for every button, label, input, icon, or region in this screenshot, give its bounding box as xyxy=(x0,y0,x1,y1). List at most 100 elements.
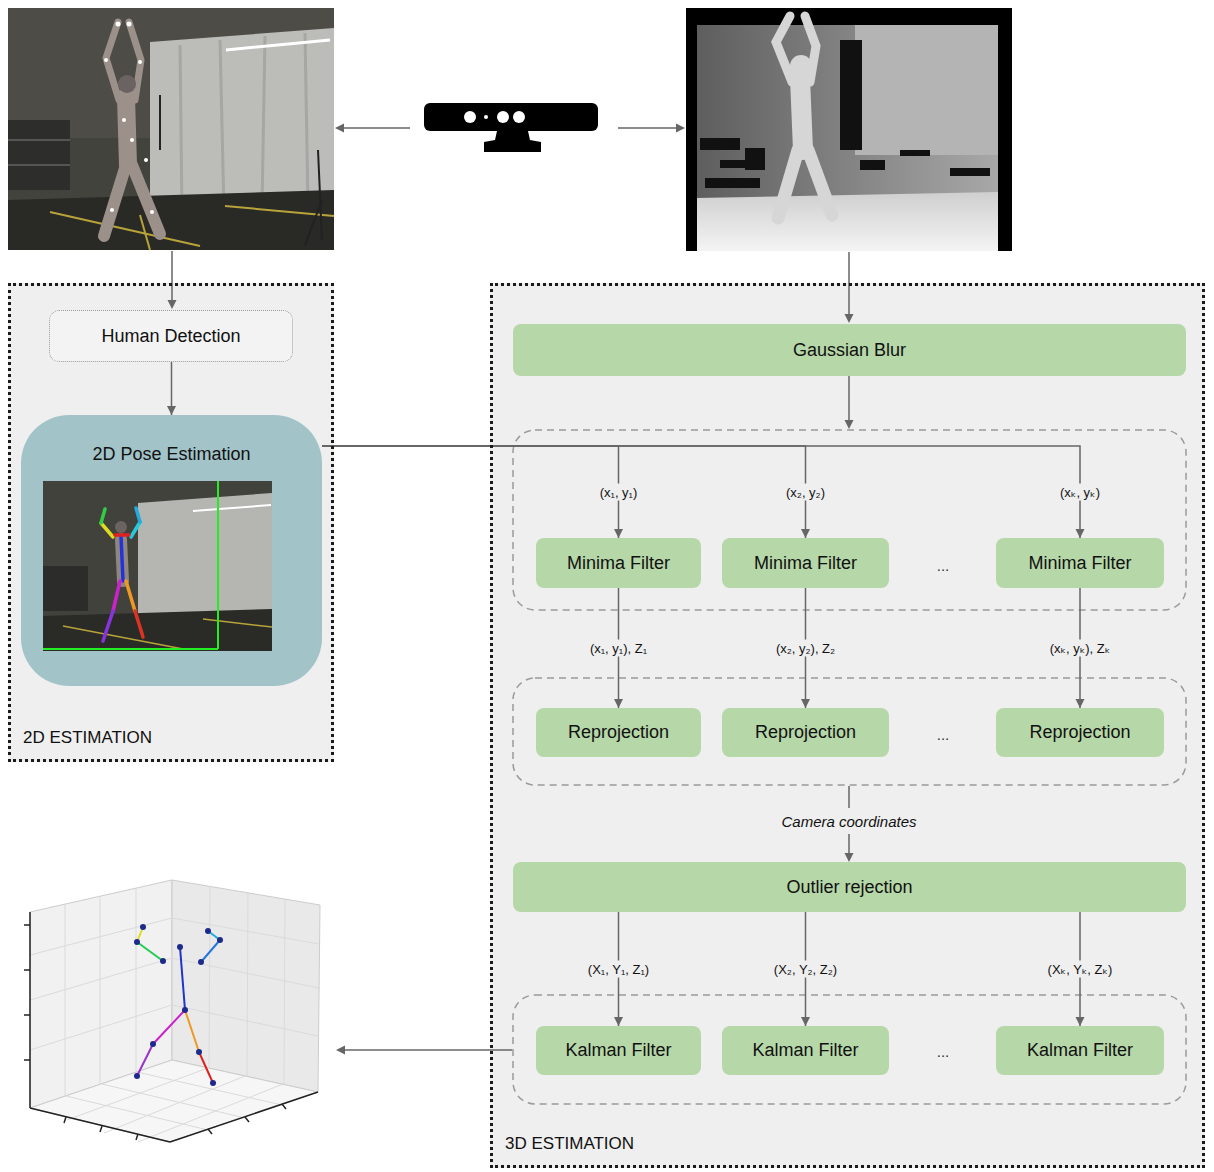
connector-line xyxy=(322,446,619,538)
pose-photo-part-part xyxy=(103,611,113,641)
process-box: Kalman Filter xyxy=(996,1026,1164,1075)
skeleton-3d-plot-part-part xyxy=(24,1059,30,1061)
rgb-photo-part xyxy=(305,33,308,206)
skeleton-3d-plot-part-part xyxy=(201,940,220,962)
flow-arrow-part xyxy=(336,1046,345,1055)
kinect-sensor-part xyxy=(497,111,509,123)
arrow-head xyxy=(614,1017,623,1026)
pose-photo-part-part xyxy=(101,523,113,537)
skeleton-3d-plot-part-part xyxy=(177,944,183,950)
panel-ground-part xyxy=(8,283,334,762)
dashed-group-part xyxy=(513,430,1186,610)
process-box: Human Detection xyxy=(49,310,293,362)
pose-photo-part-part xyxy=(131,522,140,537)
dashed-group-part xyxy=(513,995,1186,1104)
box-label: Minima Filter xyxy=(1028,553,1131,574)
flow-label: Camera coordinates xyxy=(777,812,920,831)
flow-arrow-part xyxy=(845,420,854,429)
pose-photo-part xyxy=(138,493,272,626)
pose-photo-part-part xyxy=(121,536,123,581)
pose-photo-part-part xyxy=(136,508,140,522)
kinect-sensor-part xyxy=(424,103,598,131)
flow-arrow-part xyxy=(848,376,850,422)
box-label: Reprojection xyxy=(755,722,856,743)
edge-label: (Xₖ, Yₖ, Zₖ) xyxy=(1044,961,1117,978)
skeleton-3d-plot-part xyxy=(172,880,320,1092)
rgb-photo-part-part xyxy=(110,208,114,212)
skeleton-3d-plot-part-part xyxy=(24,1014,30,1016)
connector-line xyxy=(322,446,806,538)
rgb-photo-part-part xyxy=(130,138,134,142)
pose-photo-part xyxy=(63,626,183,649)
rgb-photo-part-part xyxy=(150,210,154,214)
skeleton-3d-plot-part-part xyxy=(64,1117,66,1123)
skeleton-3d-plot-part-part xyxy=(172,958,319,988)
depth-image-part-part xyxy=(950,168,990,176)
flow-arrow-part xyxy=(848,834,850,855)
skeleton-3d-plot-part-part xyxy=(172,918,319,944)
skeleton-3d-plot-part-part xyxy=(137,942,163,961)
pose-photo-part-part xyxy=(115,533,129,537)
rgb-photo-part xyxy=(118,75,136,93)
skeleton-3d-plot-part-part xyxy=(138,1084,283,1142)
kinect-sensor-part xyxy=(464,111,476,123)
rgb-photo-part xyxy=(150,28,334,218)
edge-label: (X₁, Y₁, Z₁) xyxy=(584,961,653,978)
pose-photo xyxy=(43,481,272,651)
rgb-photo-part xyxy=(220,40,224,212)
panel-ground-part xyxy=(490,283,1205,1168)
kinect-sensor-part xyxy=(484,131,541,152)
skeleton-3d-plot-part-part xyxy=(170,1092,318,1142)
pose-photo-part-part xyxy=(135,611,143,637)
depth-image-part xyxy=(686,8,1012,251)
skeleton-3d-plot-part-part xyxy=(153,1010,185,1044)
flow-arrow-part xyxy=(618,127,678,129)
skeleton-3d-plot xyxy=(24,880,320,1142)
depth-image-part xyxy=(776,16,832,218)
skeleton-3d-plot-part xyxy=(24,912,318,1142)
depth-image-part-part xyxy=(860,160,885,170)
pose-photo-part xyxy=(43,648,218,650)
rgb-photo-part xyxy=(226,40,330,50)
skeleton-3d-plot-part-part xyxy=(217,937,223,943)
skeleton-3d-plot-part-part xyxy=(185,1010,199,1052)
panel-title: 3D ESTIMATION xyxy=(505,1134,634,1154)
arrow-head xyxy=(614,529,623,538)
process-box: Minima Filter xyxy=(996,538,1164,588)
depth-image-part-part xyxy=(900,150,930,156)
arrow-head xyxy=(1076,1017,1085,1026)
skeleton-3d-plot-part-part xyxy=(198,959,204,965)
box-label: Gaussian Blur xyxy=(793,340,906,361)
edge-label: (x₁, y₁) xyxy=(596,484,642,501)
pose-photo-part xyxy=(101,508,143,641)
process-box: Reprojection xyxy=(536,708,701,757)
skeleton-3d-plot-part xyxy=(30,886,319,1142)
process-box: Kalman Filter xyxy=(536,1026,701,1075)
ellipsis-label: ... xyxy=(937,557,950,574)
rgb-photo-part xyxy=(104,22,160,236)
skeleton-3d-plot-part-part xyxy=(100,1126,102,1132)
depth-image-part xyxy=(790,55,812,77)
skeleton-3d-plot-part-part xyxy=(209,886,210,1068)
skeleton-3d-plot-part-part xyxy=(247,893,248,1076)
rgb-photo-part xyxy=(262,36,265,208)
pose-photo-part xyxy=(43,481,272,651)
flow-arrow-part xyxy=(168,300,177,309)
edge-label: (xₖ, yₖ) xyxy=(1056,484,1104,501)
edge-label: (X₂, Y₂, Z₂) xyxy=(770,961,841,978)
skeleton-3d-plot-part-part xyxy=(102,1084,245,1118)
rgb-photo xyxy=(8,8,334,250)
panel-ground xyxy=(8,283,1205,1168)
skeleton-3d-plot-part-part xyxy=(160,958,166,964)
estimation-panel: 3D ESTIMATION Gaussian BlurMinima Filter M… xyxy=(490,283,1205,1168)
depth-image-part-part xyxy=(808,150,832,215)
skeleton-3d-plot-part-part xyxy=(199,1052,213,1083)
arrow-head xyxy=(614,699,623,708)
skeleton-3d-plot-part-part xyxy=(172,1005,318,1036)
dashed-group-part xyxy=(513,678,1186,785)
skeleton-3d-plot-part-part xyxy=(29,912,31,1108)
rgb-photo-part-part xyxy=(126,97,128,165)
pose-photo-part xyxy=(43,566,88,611)
process-box: Minima Filter xyxy=(722,538,889,588)
rgb-photo-part xyxy=(8,164,70,166)
